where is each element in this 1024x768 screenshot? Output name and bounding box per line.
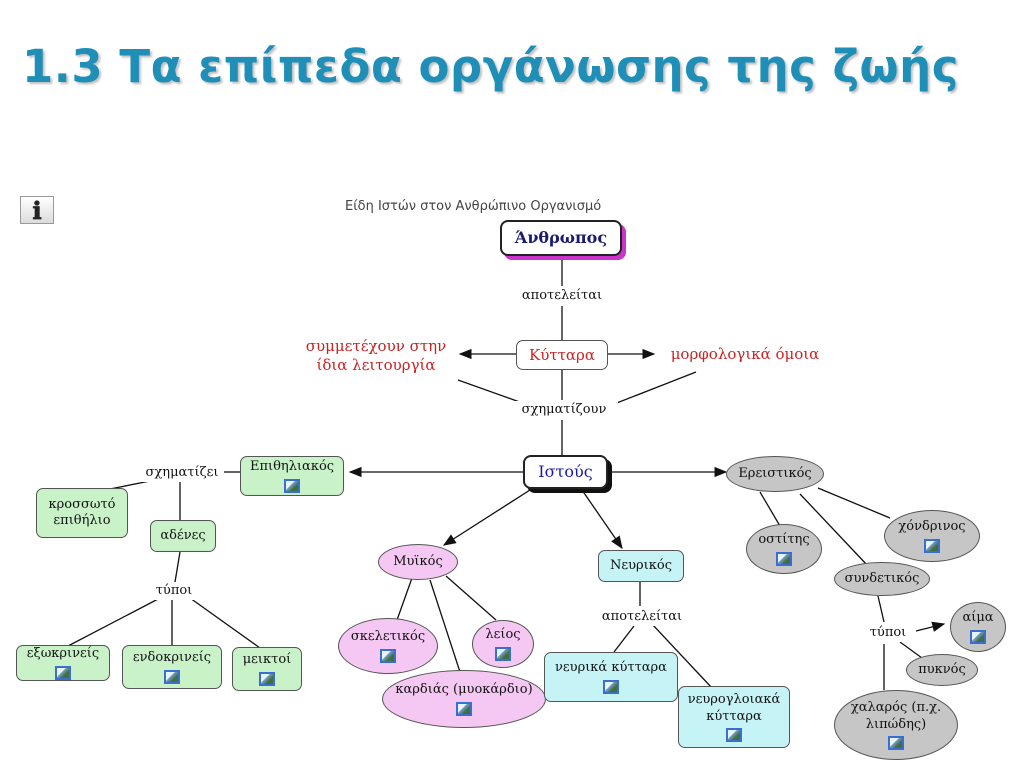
node-cartilage[interactable]: χόνδρινος xyxy=(884,510,980,562)
link-arrow xyxy=(442,489,531,546)
node-cardiac[interactable]: καρδιάς (μυοκάρδιο) xyxy=(382,670,546,728)
link-label-types: τύποι xyxy=(146,582,202,600)
image-icon[interactable] xyxy=(284,478,300,493)
link-label-consists-nervous: αποτελείται xyxy=(594,608,690,626)
node-same-function[interactable]: συμμετέχουν στην ίδια λειτουργία xyxy=(296,336,456,376)
node-bone[interactable]: οστίτης xyxy=(746,524,822,574)
node-tissues[interactable]: Ιστούς xyxy=(523,455,608,489)
node-glial-cells[interactable]: νευρογλοιακά κύτταρα xyxy=(678,686,790,748)
link-line xyxy=(445,575,497,621)
node-cardiac-label: καρδιάς (μυοκάρδιο) xyxy=(395,682,533,698)
link-line xyxy=(67,597,161,647)
link-line xyxy=(651,623,713,689)
node-glial-cells-label: νευρογλοιακά κύτταρα xyxy=(687,692,781,724)
link-arrow xyxy=(911,621,946,633)
node-exocrine-label: εξωκρινείς xyxy=(26,646,100,662)
link-line xyxy=(189,597,261,649)
link-line xyxy=(899,641,923,659)
link-line xyxy=(817,487,891,519)
link-label-types-connective: τύποι xyxy=(860,624,916,642)
link-label-form: σχηματίζουν xyxy=(510,401,618,420)
link-line xyxy=(613,625,635,653)
node-blood-label: αίμα xyxy=(962,610,994,626)
image-icon[interactable] xyxy=(495,646,511,661)
node-smooth[interactable]: λείος xyxy=(472,620,534,668)
node-skeletal[interactable]: σκελετικός xyxy=(338,618,438,674)
image-icon[interactable] xyxy=(603,679,619,694)
node-muscle[interactable]: Μυϊκός xyxy=(378,544,458,580)
link-line xyxy=(877,595,885,623)
node-epithelial[interactable]: Επιθηλιακός xyxy=(240,456,344,496)
link-line xyxy=(429,579,461,673)
link-line xyxy=(603,371,697,409)
node-mixed-label: μεικτοί xyxy=(242,652,292,668)
image-icon[interactable] xyxy=(726,727,742,742)
node-glands[interactable]: αδένες xyxy=(150,520,216,552)
node-endocrine[interactable]: ενδοκρινείς xyxy=(122,645,222,689)
node-morphologically-similar[interactable]: μορφολογικά όμοια xyxy=(660,343,830,365)
info-icon[interactable]: ℹ xyxy=(20,196,54,225)
node-neurons-label: νευρικά κύτταρα xyxy=(555,660,667,676)
image-icon[interactable] xyxy=(776,551,792,566)
node-loose-label: χαλαρός (π.χ. λιπώδης) xyxy=(850,700,942,732)
link-line xyxy=(799,493,869,567)
node-connective-support[interactable]: Ερειστικός xyxy=(726,456,824,492)
link-line xyxy=(759,491,781,527)
image-icon[interactable] xyxy=(888,735,904,750)
image-icon[interactable] xyxy=(924,538,940,553)
map-caption: Είδη Ιστών στον Ανθρώπινο Οργανισμό xyxy=(345,199,602,214)
node-neurons[interactable]: νευρικά κύτταρα xyxy=(544,652,678,702)
image-icon[interactable] xyxy=(259,671,275,686)
link-line xyxy=(396,577,413,621)
node-ciliated-epithelium[interactable]: κροσσωτό επιθήλιο xyxy=(36,488,128,538)
node-nervous[interactable]: Νευρικός xyxy=(598,550,684,582)
node-smooth-label: λείος xyxy=(485,627,521,643)
link-line xyxy=(174,551,181,583)
image-icon[interactable] xyxy=(55,665,71,680)
node-connective[interactable]: συνδετικός xyxy=(834,562,930,596)
link-arrow xyxy=(581,489,623,550)
image-icon[interactable] xyxy=(164,669,180,684)
node-exocrine[interactable]: εξωκρινείς xyxy=(16,645,110,681)
image-icon[interactable] xyxy=(970,629,986,644)
node-dense[interactable]: πυκνός xyxy=(906,654,978,686)
link-line xyxy=(457,379,529,406)
image-icon[interactable] xyxy=(380,648,396,663)
node-endocrine-label: ενδοκρινείς xyxy=(132,650,212,666)
node-cells[interactable]: Κύτταρα xyxy=(516,340,608,370)
node-skeletal-label: σκελετικός xyxy=(350,629,426,645)
link-label-consists: αποτελείται xyxy=(510,287,614,305)
node-cartilage-label: χόνδρινος xyxy=(898,519,966,535)
node-epithelial-label: Επιθηλιακός xyxy=(249,459,335,475)
node-bone-label: οστίτης xyxy=(758,532,810,548)
slide-title: 1.3 Τα επίπεδα οργάνωσης της ζωής xyxy=(22,40,959,93)
node-human[interactable]: Άνθρωπος xyxy=(500,220,622,256)
image-icon[interactable] xyxy=(456,701,472,716)
node-blood[interactable]: αίμα xyxy=(950,602,1006,652)
link-label-forms: σχηματίζει xyxy=(140,464,224,482)
node-loose[interactable]: χαλαρός (π.χ. λιπώδης) xyxy=(834,690,958,760)
node-mixed[interactable]: μεικτοί xyxy=(232,647,302,691)
